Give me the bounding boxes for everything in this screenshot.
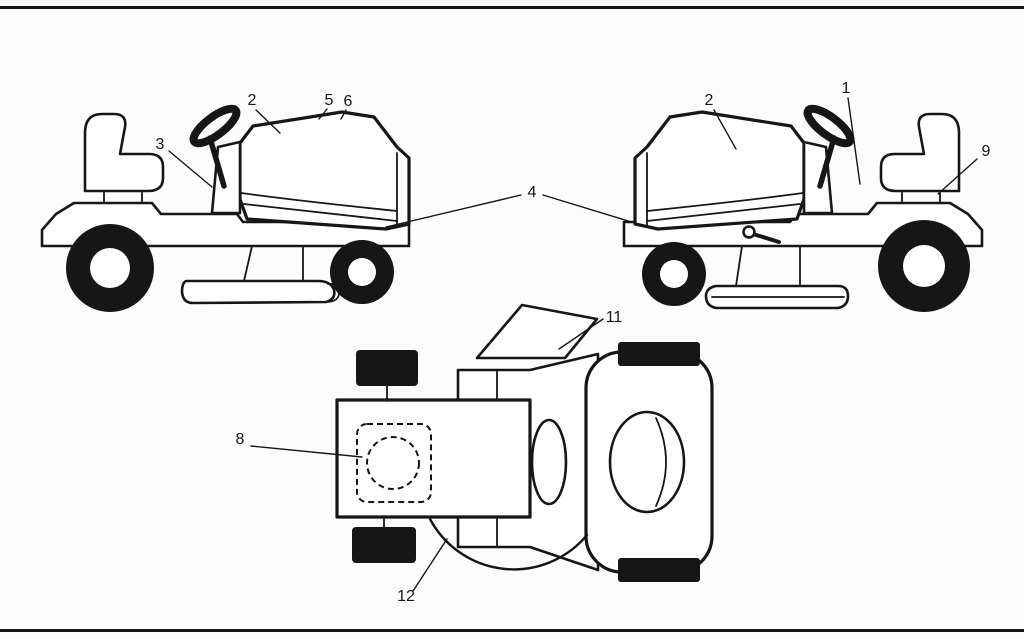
callout-2-left-leader [255, 109, 281, 134]
callout-5-leader [318, 108, 328, 120]
callout-2-right-leader [713, 109, 737, 150]
callout-9-label: 9 [982, 143, 991, 160]
right-steering-column [817, 135, 837, 189]
left-front-hub [348, 258, 376, 286]
left-deck-hanger-front [243, 245, 253, 282]
top-rear-wheel-left [618, 342, 700, 366]
callout-1-label: 1 [842, 80, 851, 97]
right-rear-hub [903, 245, 945, 287]
top-front-wheel-right [352, 527, 416, 563]
callout-6-label: 6 [344, 93, 353, 110]
callout-11-label: 11 [606, 309, 623, 326]
callout-4-left-leader [385, 194, 522, 228]
callout-12-label: 12 [397, 588, 415, 605]
left-steering-wheel [189, 104, 241, 148]
deck-lift-knob [742, 225, 756, 239]
left-side-view: 2 5 6 3 [40, 92, 411, 312]
top-rear-wheel-right [618, 558, 700, 582]
callout-3-label: 3 [156, 136, 165, 153]
top-engine-bay [335, 398, 532, 519]
callout-4-label: 4 [528, 184, 537, 201]
left-steering-column [207, 135, 227, 189]
right-hood [633, 110, 806, 231]
right-front-hub [660, 260, 688, 288]
left-hood [238, 110, 411, 231]
callout-6-leader [340, 109, 347, 120]
top-mower-deck-edge [428, 517, 589, 571]
callout-9-leader [937, 158, 978, 195]
right-hood-stripe-lower [646, 203, 801, 222]
top-front-wheel-left [356, 350, 418, 386]
left-rear-hub [90, 248, 130, 288]
callout-2-left-label: 2 [248, 92, 257, 109]
top-seat [608, 410, 686, 514]
callout-3-leader [168, 150, 213, 188]
top-engine-outline-dashed [356, 423, 432, 503]
callout-12-leader [412, 538, 448, 592]
callout-11-leader [558, 318, 604, 350]
callout-2-right-label: 2 [705, 92, 714, 109]
top-steering-wheel [530, 418, 568, 506]
top-engine-pulley-dashed [366, 436, 420, 490]
left-seat [83, 112, 165, 193]
callout-1-leader [847, 97, 861, 185]
callout-8-leader [250, 445, 363, 458]
right-deck-hanger-front [735, 245, 743, 287]
top-seat-back-curve [655, 417, 667, 507]
top-view: 11 8 12 [236, 303, 714, 605]
top-border-rule [0, 6, 1024, 9]
right-seat [879, 112, 961, 193]
right-hood-stripe-upper [646, 192, 804, 212]
bottom-border-rule [0, 629, 1024, 632]
left-hood-stripe-upper [240, 192, 398, 212]
top-backrest-panel [475, 303, 599, 360]
left-seat-bracket [103, 190, 143, 204]
right-steering-wheel [803, 104, 855, 148]
left-hood-stripe-lower [243, 203, 398, 222]
callout-5-label: 5 [325, 92, 334, 109]
callout-8-label: 8 [236, 431, 245, 448]
deck-lift-lever [751, 232, 781, 244]
left-mower-deck [180, 279, 336, 305]
right-side-view: 1 2 9 [622, 80, 991, 312]
right-seat-bracket [901, 190, 941, 204]
callout-4-group: 4 [385, 184, 649, 228]
